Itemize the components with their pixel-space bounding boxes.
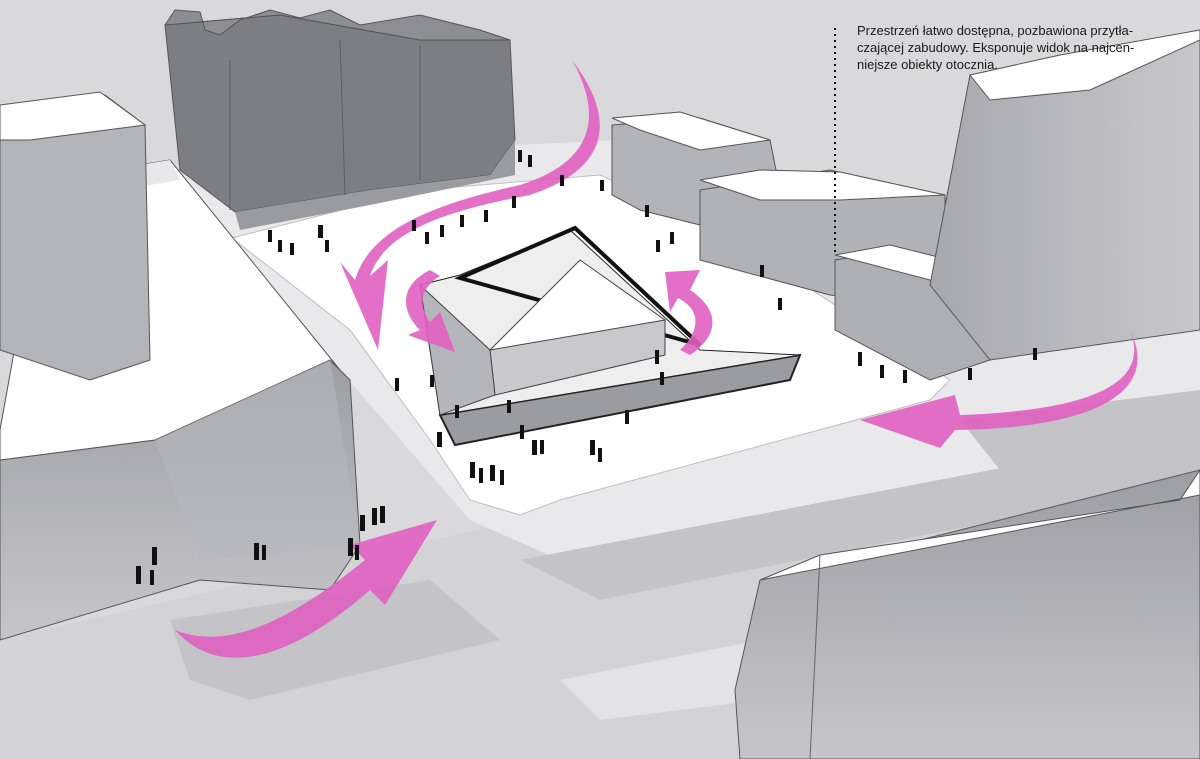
historic-building bbox=[164, 9, 516, 230]
flow-arrow-icon bbox=[665, 270, 713, 355]
right-block-front bbox=[734, 469, 1200, 759]
flow-arrow-icon bbox=[340, 60, 600, 350]
right-tower bbox=[929, 29, 1200, 361]
flow-arrow-icon bbox=[860, 330, 1138, 448]
caption-line-2: czającej zabudowy. Eksponuje widok na na… bbox=[857, 40, 1135, 55]
flow-arrow-icon bbox=[406, 270, 455, 352]
caption-line-1: Przestrzeń łatwo dostępna, pozbawiona pr… bbox=[857, 23, 1134, 38]
left-block-back bbox=[0, 91, 151, 381]
description-caption: Przestrzeń łatwo dostępna, pozbawiona pr… bbox=[857, 22, 1189, 73]
flow-arrow-icon bbox=[175, 520, 437, 658]
person-silhouette-icon bbox=[136, 150, 1037, 585]
people bbox=[136, 150, 1037, 585]
flow-arrows bbox=[175, 60, 1138, 658]
caption-line-3: niejsze obiekty otocznia. bbox=[857, 57, 998, 72]
